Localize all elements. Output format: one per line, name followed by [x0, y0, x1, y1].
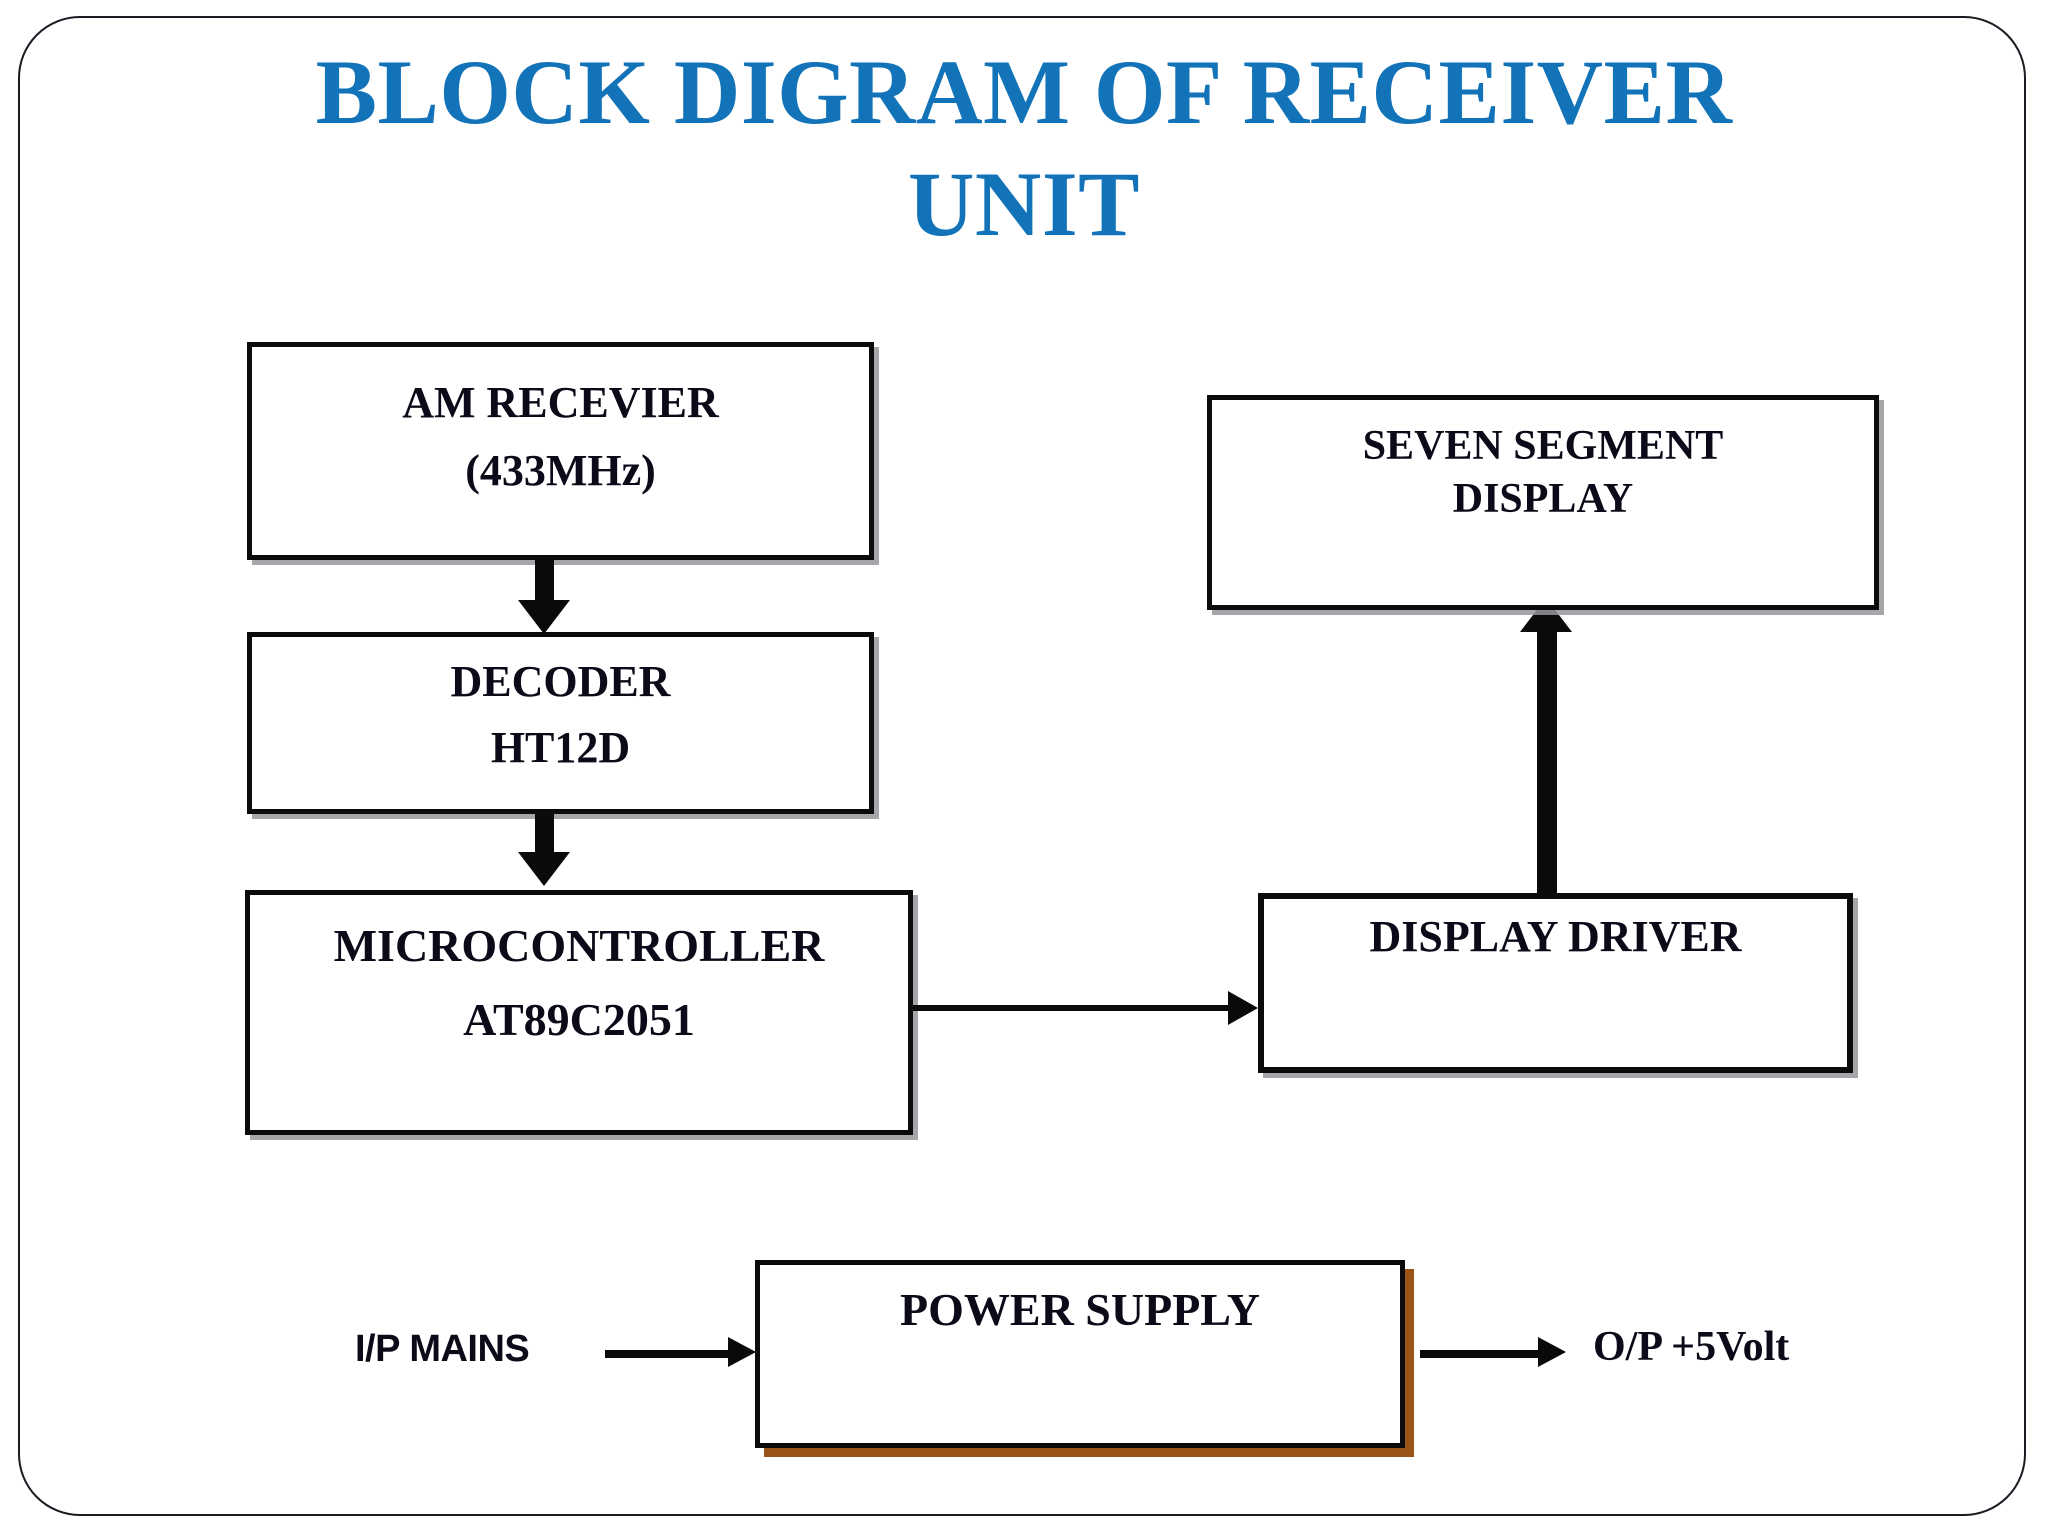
block-microcontroller[interactable]: MICROCONTROLLER AT89C2051: [245, 890, 913, 1135]
arrow-power-to-output-head-icon: [1538, 1337, 1566, 1367]
title-line-1: BLOCK DIGRAM OF RECEIVER: [315, 41, 1733, 143]
arrow-microcontroller-to-driver-shaft: [913, 1005, 1235, 1011]
block-am-receiver-line-2: (433MHz): [465, 446, 656, 496]
block-power-supply-line-1: POWER SUPPLY: [900, 1284, 1260, 1335]
arrow-mains-to-power-shaft: [605, 1350, 735, 1358]
block-am-receiver-line-1: AM RECEVIER: [402, 378, 719, 427]
block-am-receiver-text: AM RECEVIER (433MHz): [252, 347, 869, 505]
block-display-driver-text: DISPLAY DRIVER: [1264, 899, 1847, 962]
block-display-driver[interactable]: DISPLAY DRIVER: [1258, 893, 1853, 1073]
label-input-mains: I/P MAINS: [355, 1328, 530, 1370]
block-decoder-line-2: HT12D: [490, 723, 631, 772]
block-am-receiver[interactable]: AM RECEVIER (433MHz): [247, 342, 874, 560]
page-title: BLOCK DIGRAM OF RECEIVER UNIT: [140, 36, 1908, 260]
block-seven-segment-line-2: DISPLAY: [1452, 475, 1634, 522]
label-output-voltage: O/P +5Volt: [1593, 1324, 1790, 1370]
block-display-driver-line-1: DISPLAY DRIVER: [1369, 912, 1742, 961]
block-seven-segment-display[interactable]: SEVEN SEGMENT DISPLAY: [1207, 395, 1879, 610]
title-line-2: UNIT: [907, 153, 1141, 256]
block-microcontroller-text: MICROCONTROLLER AT89C2051: [250, 895, 908, 1056]
block-decoder-line-1: DECODER: [450, 657, 671, 706]
arrow-power-to-output-shaft: [1420, 1350, 1545, 1358]
block-power-supply[interactable]: POWER SUPPLY: [755, 1260, 1405, 1448]
block-decoder[interactable]: DECODER HT12D: [247, 632, 874, 814]
arrow-decoder-to-microcontroller-head-icon: [518, 852, 570, 886]
arrow-decoder-to-microcontroller-shaft: [535, 814, 554, 856]
arrow-microcontroller-to-driver-head-icon: [1228, 991, 1258, 1025]
arrow-am-to-decoder-shaft: [535, 560, 554, 605]
block-seven-segment-line-1: SEVEN SEGMENT: [1362, 423, 1724, 469]
block-seven-segment-text: SEVEN SEGMENT DISPLAY: [1212, 400, 1874, 525]
arrow-driver-to-seven-segment-shaft: [1537, 630, 1557, 895]
arrow-mains-to-power-head-icon: [728, 1337, 756, 1367]
block-decoder-text: DECODER HT12D: [252, 637, 869, 781]
arrow-am-to-decoder-head-icon: [518, 600, 570, 634]
block-power-supply-text: POWER SUPPLY: [760, 1265, 1400, 1336]
block-microcontroller-line-2: AT89C2051: [463, 993, 695, 1045]
block-microcontroller-line-1: MICROCONTROLLER: [333, 920, 825, 971]
